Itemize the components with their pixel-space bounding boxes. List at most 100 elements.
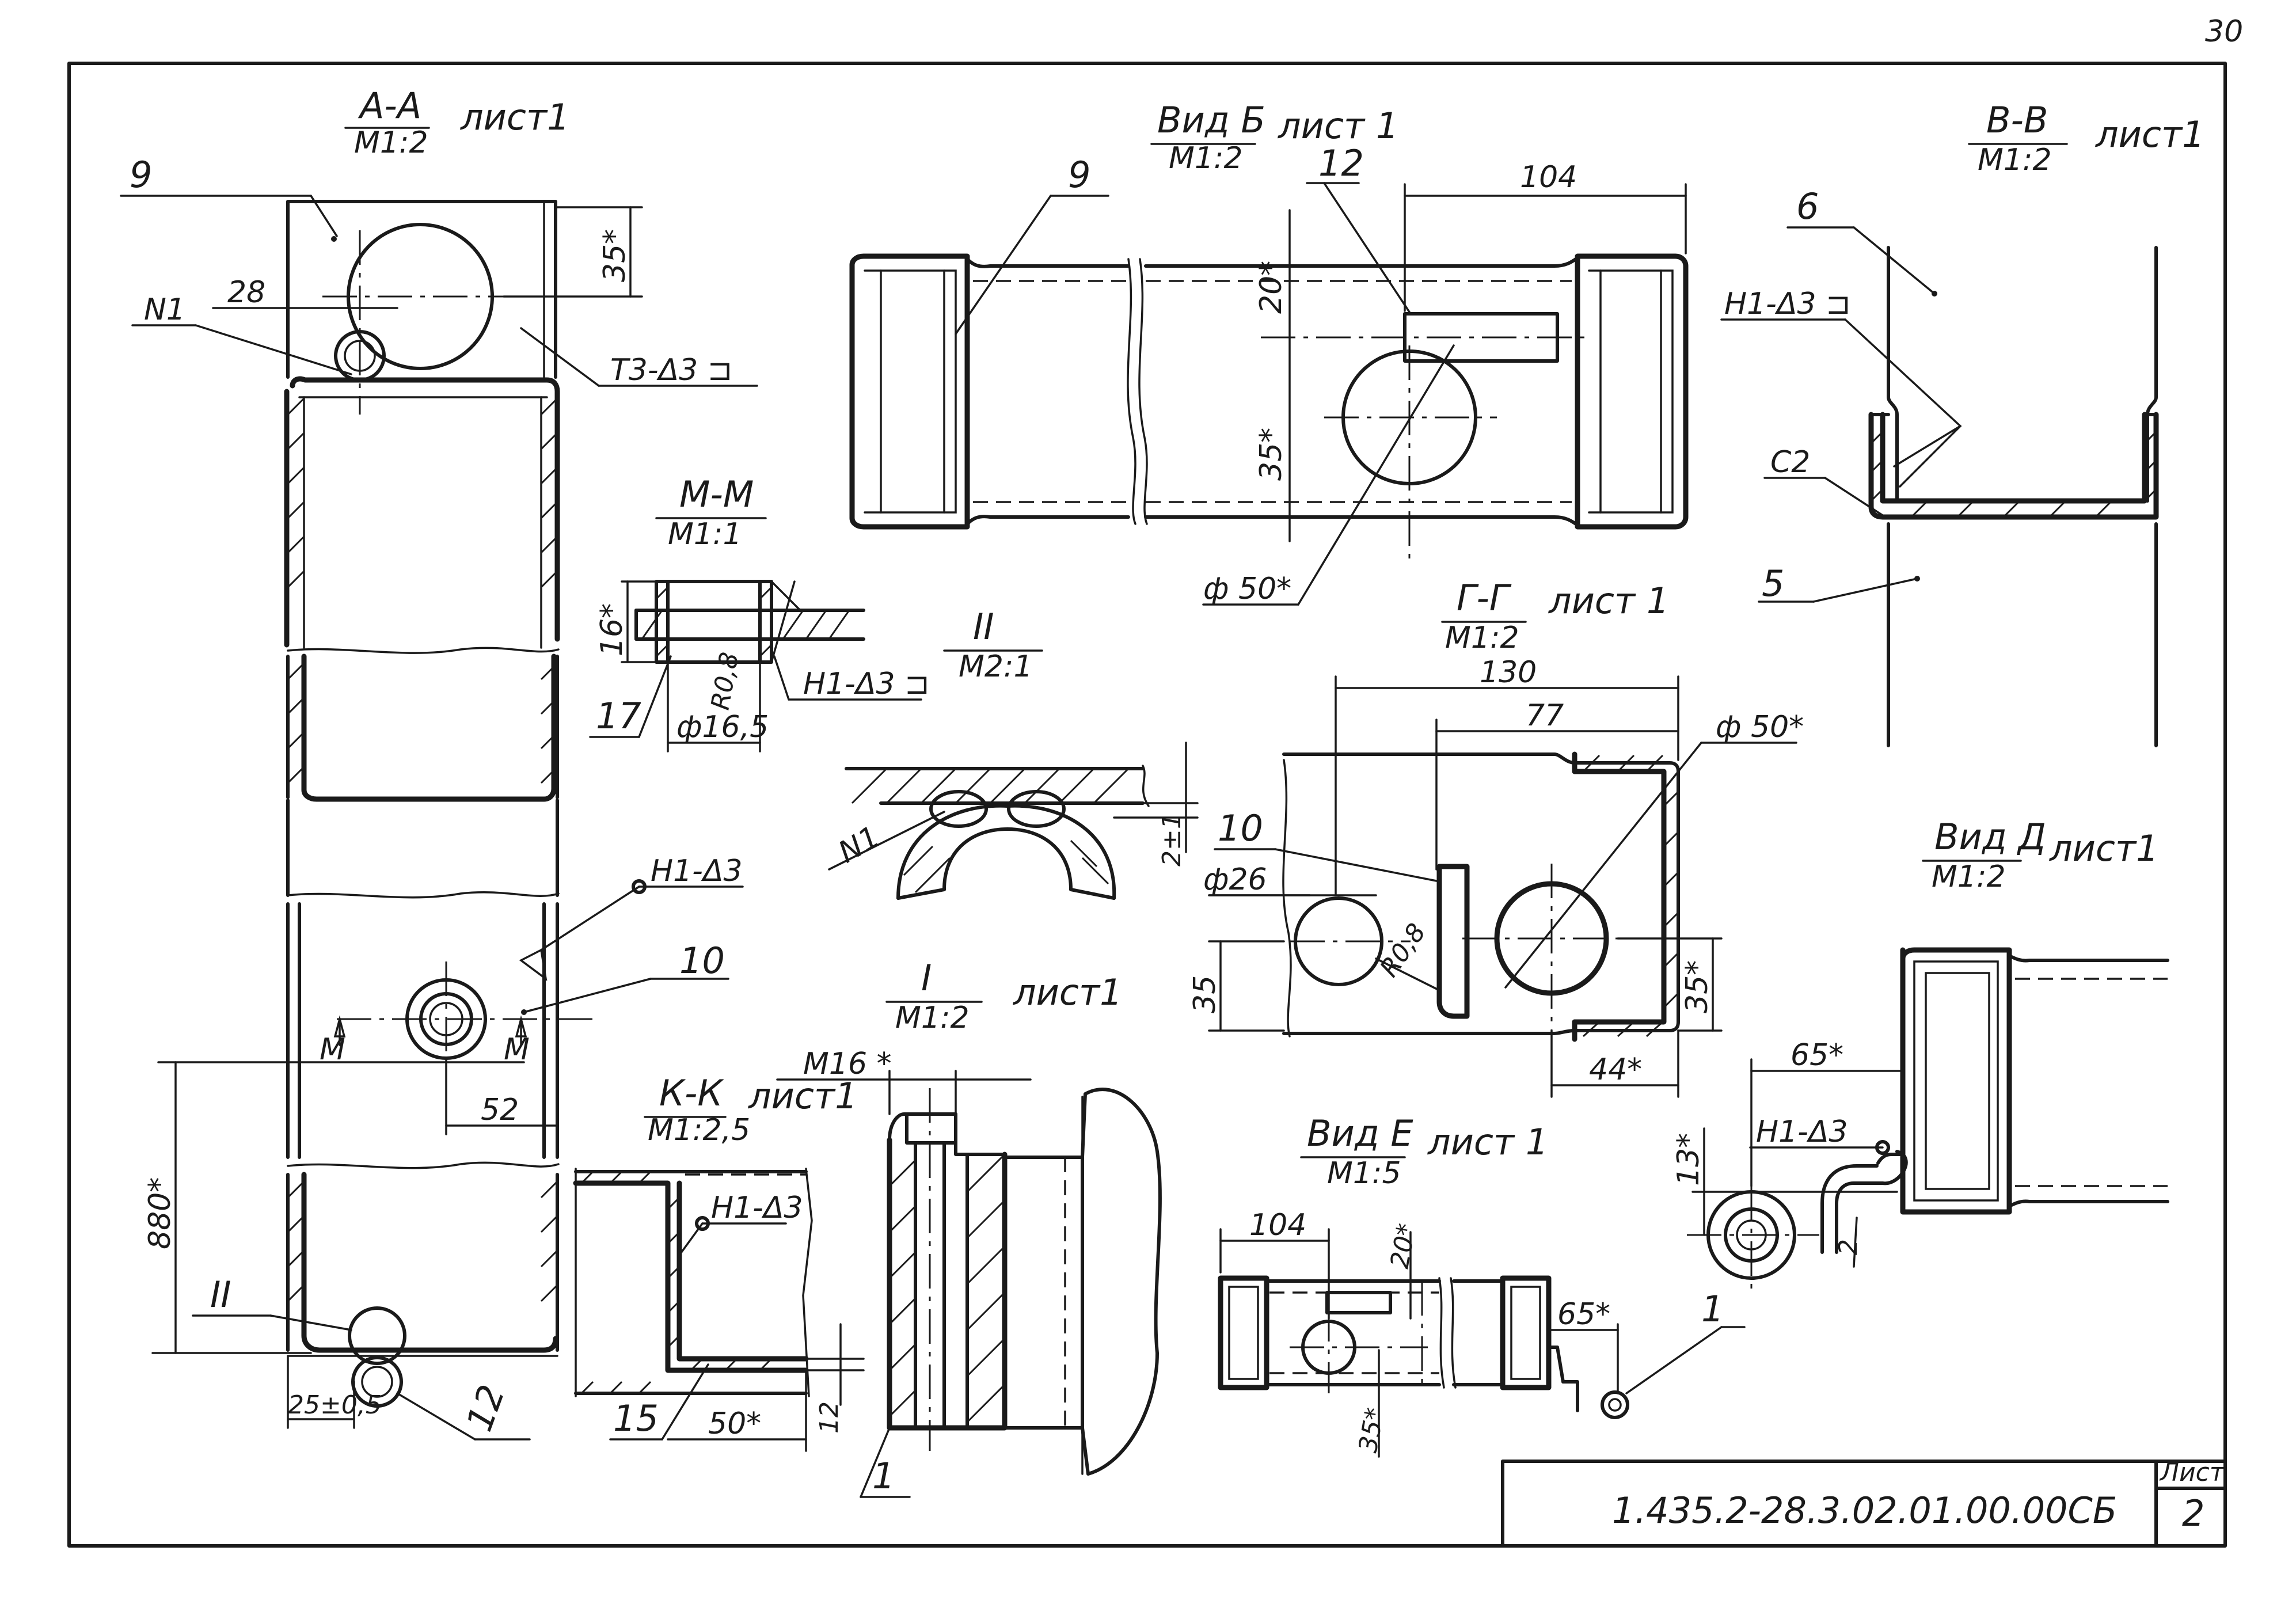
dim-e-35: 35* [1354,1405,1390,1455]
callout-part-15: 15 [613,1397,659,1439]
section-kk-scale: М1:2,5 [648,1113,750,1147]
dim-mm-r: R0,8 [706,650,745,712]
dim-ii-2: 2±1 [1157,813,1187,866]
dim-b-d50: ф 50* [1203,572,1291,606]
section-aa-ref: лист1 [460,96,570,138]
callout-part-9-b: 9 [1068,154,1090,196]
dim-mm-16: 16* [595,603,629,656]
section-kk-name: К-К [659,1072,724,1114]
dim-d-65: 65* [1791,1038,1843,1073]
callout-part-17: 17 [596,695,641,737]
view-d-scale: М1:2 [1932,860,2006,894]
dim-d-13: 13* [1671,1133,1706,1186]
callout-weld-h1-mm: Н1-Δ3 ⊐ [803,667,930,701]
section-vv-ref: лист1 [2095,113,2205,155]
callout-weld-h1-aa: Н1-Δ3 [651,854,743,888]
dim-aa-35: 35* [598,229,632,282]
detail-i-name: I [921,957,932,999]
section-gg: Г-Г М1:2 лист 1 130 77 ф 50* [1188,577,1804,1098]
detail-ii-scale: М2:1 [959,649,1033,684]
dim-gg-44: 44* [1589,1052,1642,1087]
dim-i-m16: М16 * [803,1047,892,1081]
callout-detail-ii-aa: II [210,1274,231,1316]
dim-mm-d16: ф16,5 [676,710,769,744]
callout-part-10-aa: 10 [679,940,725,982]
detail-i: I М1:2 лист1 М16 * 1 [776,957,1162,1498]
callout-part-12-aa: 12 [458,1379,513,1436]
sheet-number: 2 [2182,1492,2204,1534]
dim-b-35: 35* [1254,428,1288,481]
section-mark-m-left: М [320,1032,345,1067]
section-gg-scale: М1:2 [1445,621,1519,655]
dim-kk-12: 12 [815,1401,844,1434]
section-gg-name: Г-Г [1457,577,1512,619]
section-vv-name: В-В [1986,99,2048,141]
view-d-name: Вид Д [1934,816,2046,858]
section-aa: А-А М1:2 лист1 [120,85,758,1441]
section-gg-ref: лист 1 [1548,580,1669,622]
detail-ii: II М2:1 2±1 N1 [828,606,1199,900]
callout-part-1-e: 1 [1701,1288,1724,1330]
dim-aa-28: 28 [227,275,265,310]
dim-kk-50: 50* [708,1407,761,1441]
dim-aa-880: 880* [143,1177,177,1249]
document-code: 1.435.2-28.3.02.01.00.00СБ [1612,1489,2117,1531]
section-aa-name: А-А [358,85,421,127]
callout-part-5: 5 [1762,563,1784,605]
callout-part-9-aa: 9 [130,154,152,196]
section-vv: В-В М1:2 лист1 6 Н1-Δ3 ⊐ С2 5 [1720,99,2205,747]
section-kk: К-К М1:2,5 лист1 Н1-Δ3 15 50* 12 [573,1072,865,1452]
dim-b-20: 20* [1254,261,1288,314]
dim-gg-35: 35 [1188,975,1222,1013]
section-mm-scale: М1:1 [668,517,742,552]
title-block: 1.435.2-28.3.02.01.00.00СБ Лист 2 [1501,1458,2227,1548]
section-vv-scale: М1:2 [1978,143,2052,177]
callout-part-1-i: 1 [872,1455,895,1497]
callout-part-12-b: 12 [1318,142,1364,184]
section-kk-ref: лист1 [748,1075,858,1117]
callout-weld-h1-kk: Н1-Δ3 [711,1191,803,1225]
view-b-ref: лист 1 [1278,105,1398,147]
section-mm-name: М-М [679,473,754,515]
view-e-scale: М1:5 [1327,1156,1401,1191]
view-d: Вид Д М1:2 лист1 Н1-Δ3 65* 13* 2 [1671,816,2169,1290]
callout-weld-h1-vv: Н1-Δ3 ⊐ [1724,287,1851,321]
dim-aa-25: 25±0,5 [288,1390,382,1420]
view-b: Вид Б М1:2 лист 1 104 20* 35* [849,99,1689,606]
callout-weld-t3: Т3-Δ3 ⊐ [610,353,732,387]
dim-gg-r: R0,8 [1374,918,1431,983]
callout-n1-aa: N1 [144,292,185,327]
dim-gg-d26: ф26 [1203,862,1267,897]
sheet-label: Лист [2159,1458,2225,1487]
callout-part-6: 6 [1796,185,1819,227]
dim-d-2: 2 [1834,1239,1863,1255]
callout-part-10-gg: 10 [1218,807,1263,849]
callout-c2: С2 [1770,445,1810,480]
view-e-ref: лист 1 [1427,1121,1548,1163]
dim-gg-130: 130 [1480,655,1537,690]
dim-gg-77: 77 [1526,698,1564,733]
page-number: 30 [2205,14,2243,49]
callout-weld-h1-d: Н1-Δ3 [1756,1115,1848,1149]
section-mark-m-right: М [504,1032,530,1067]
view-d-ref: лист1 [2049,827,2159,869]
drawing-frame: 30 [67,14,2243,1548]
detail-i-scale: М1:2 [895,1001,970,1035]
view-b-name: Вид Б [1157,99,1265,141]
detail-ii-name: II [973,606,994,648]
dim-gg-d50: ф 50* [1716,710,1804,744]
dim-e-104: 104 [1249,1208,1306,1242]
view-e: Вид Е М1:5 лист 1 104 20* 35* 65* [1218,1112,1746,1458]
detail-i-ref: лист1 [1013,971,1123,1013]
dim-gg-35s: 35* [1680,960,1715,1013]
section-mm: М-М М1:1 16* ф16,5 R0,8 17 Н1-Δ3 ⊐ [589,473,930,753]
dim-e-65: 65* [1557,1297,1610,1332]
dim-e-20: 20* [1385,1221,1422,1271]
dim-b-104: 104 [1520,160,1577,195]
view-e-name: Вид Е [1307,1112,1413,1154]
dim-aa-52: 52 [481,1093,519,1127]
section-aa-scale: М1:2 [354,126,428,160]
view-b-scale: М1:2 [1169,141,1243,176]
